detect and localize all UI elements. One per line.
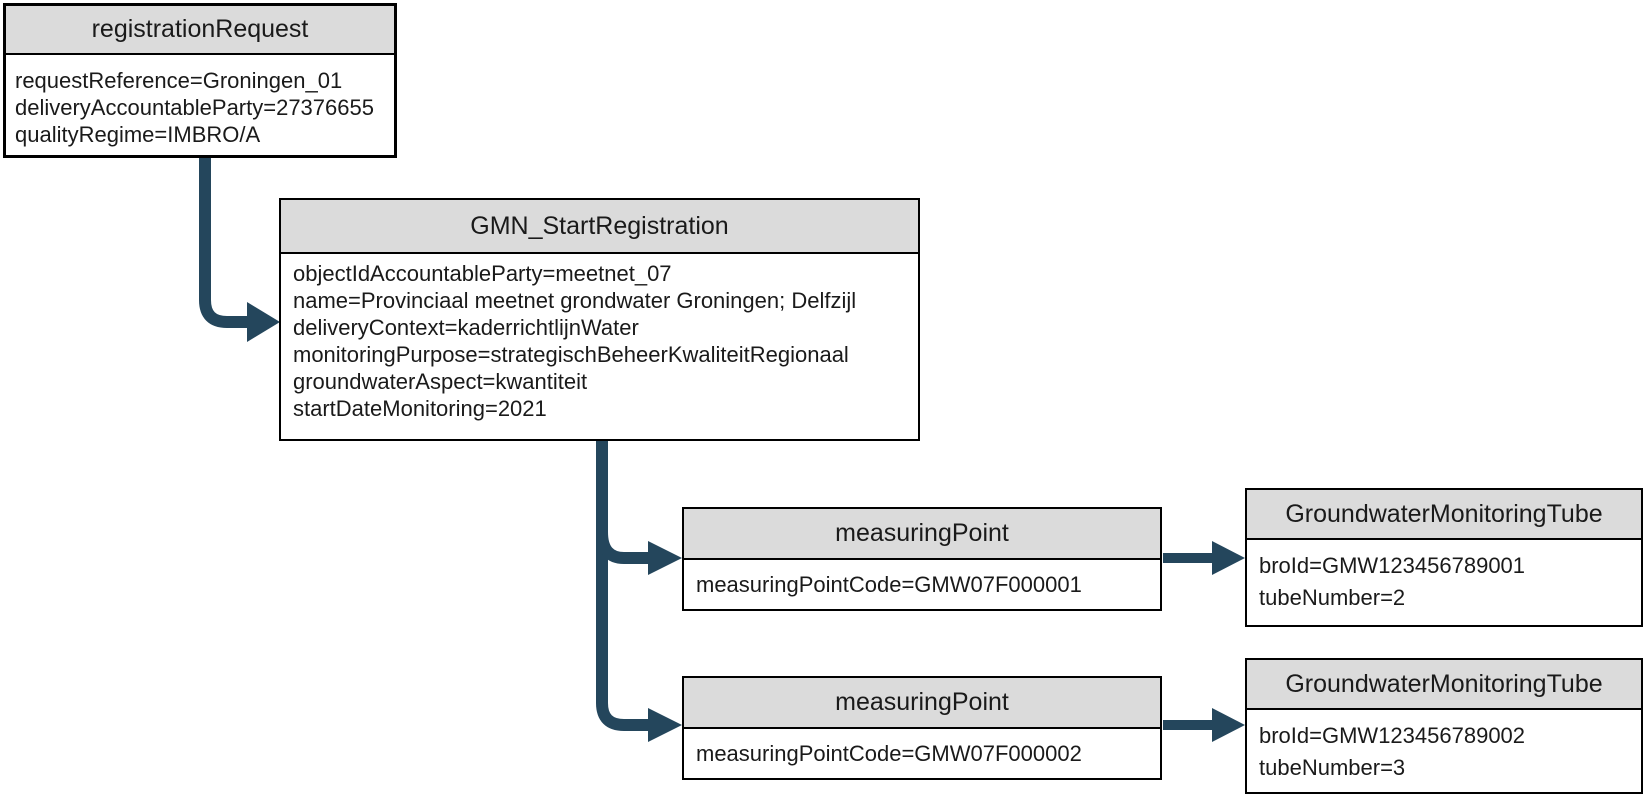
- node-attribute: measuringPointCode=GMW07F000002: [696, 741, 1082, 766]
- node-title: measuringPoint: [684, 509, 1160, 560]
- node-attribute: measuringPointCode=GMW07F000001: [696, 572, 1082, 597]
- node-groundwater-monitoring-tube-2: GroundwaterMonitoringTube broId=GMW12345…: [1245, 658, 1643, 794]
- node-registration-request: registrationRequest requestReference=Gro…: [3, 3, 397, 158]
- node-attribute: groundwaterAspect=kwantiteit: [293, 369, 588, 394]
- node-attribute: monitoringPurpose=strategischBeheerKwali…: [293, 342, 849, 367]
- node-groundwater-monitoring-tube-1: GroundwaterMonitoringTube broId=GMW12345…: [1245, 488, 1643, 627]
- node-attribute: tubeNumber=3: [1259, 755, 1406, 780]
- node-attribute: name=Provinciaal meetnet grondwater Gron…: [293, 288, 857, 313]
- node-attribute: qualityRegime=IMBRO/A: [15, 122, 261, 147]
- node-attribute: tubeNumber=2: [1259, 585, 1406, 610]
- node-title: GroundwaterMonitoringTube: [1247, 660, 1641, 710]
- node-attributes: broId=GMW123456789002 tubeNumber=3: [1247, 710, 1641, 784]
- node-attribute: deliveryAccountableParty=27376655: [15, 95, 374, 120]
- node-attributes: broId=GMW123456789001 tubeNumber=2: [1247, 540, 1641, 614]
- node-attribute: broId=GMW123456789002: [1259, 723, 1526, 748]
- node-attributes: requestReference=Groningen_01 deliveryAc…: [6, 55, 394, 148]
- node-title: GMN_StartRegistration: [281, 200, 918, 254]
- node-title: registrationRequest: [6, 6, 394, 55]
- arrow-registration-to-gmn: [199, 156, 280, 342]
- node-attribute: broId=GMW123456789001: [1259, 553, 1526, 578]
- node-attribute: objectIdAccountableParty=meetnet_07: [293, 261, 672, 286]
- node-title: measuringPoint: [684, 678, 1160, 729]
- node-title: GroundwaterMonitoringTube: [1247, 490, 1641, 540]
- node-attribute: startDateMonitoring=2021: [293, 396, 547, 421]
- node-attribute: deliveryContext=kaderrichtlijnWater: [293, 315, 639, 340]
- arrow-measuring-point-2-to-tube-2: [1163, 708, 1245, 742]
- node-attributes: measuringPointCode=GMW07F000002: [684, 729, 1160, 778]
- node-attribute: requestReference=Groningen_01: [15, 68, 343, 93]
- arrow-gmn-to-measuring-point-2: [596, 439, 682, 742]
- arrow-gmn-to-measuring-point-1: [596, 531, 682, 575]
- node-measuring-point-1: measuringPoint measuringPointCode=GMW07F…: [682, 507, 1162, 611]
- node-attributes: objectIdAccountableParty=meetnet_07 name…: [281, 254, 918, 422]
- node-measuring-point-2: measuringPoint measuringPointCode=GMW07F…: [682, 676, 1162, 780]
- node-gmn-start-registration: GMN_StartRegistration objectIdAccountabl…: [279, 198, 920, 441]
- node-attributes: measuringPointCode=GMW07F000001: [684, 560, 1160, 609]
- arrow-measuring-point-1-to-tube-1: [1163, 541, 1245, 575]
